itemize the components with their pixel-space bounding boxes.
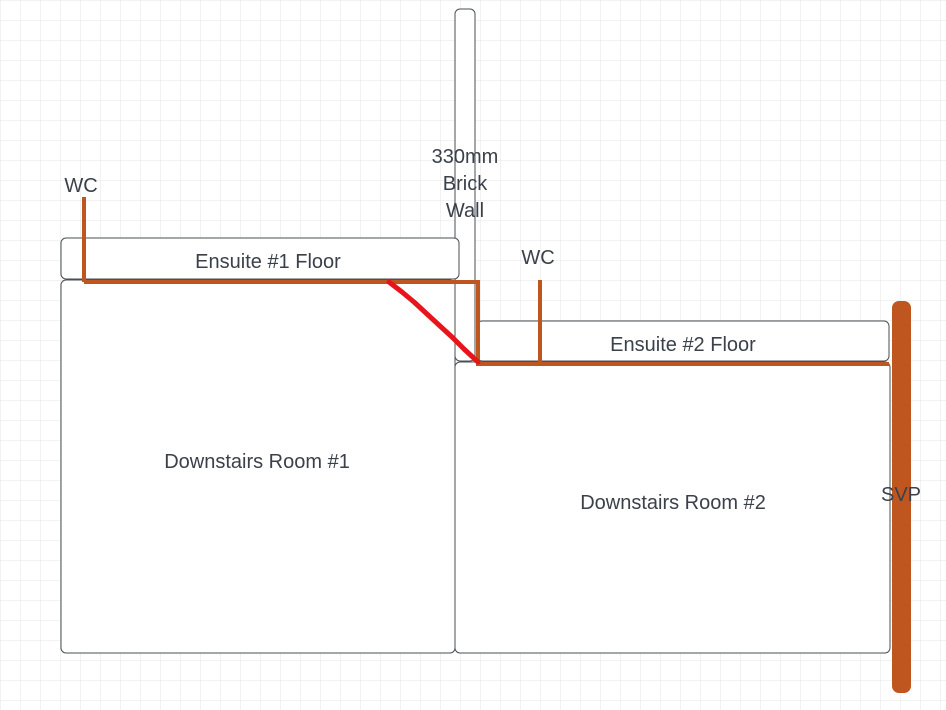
wall-label-line3: Wall (446, 200, 484, 222)
ensuite-2-label: Ensuite #2 Floor (610, 334, 756, 356)
brick-wall (454, 8, 476, 362)
ensuite-1-floor (60, 237, 460, 280)
red-diagonal-line (386, 279, 481, 365)
wc-1-label: WC (64, 175, 97, 197)
svp-label: SVP (881, 484, 921, 506)
wall-label-line1: 330mm (432, 146, 499, 168)
ensuite-1-label: Ensuite #1 Floor (195, 251, 341, 273)
wc-2-label: WC (521, 247, 554, 269)
room-2-label: Downstairs Room #2 (580, 492, 766, 514)
wall-label-line2: Brick (443, 173, 488, 195)
room-1-label: Downstairs Room #1 (164, 451, 350, 473)
svp-stack (892, 301, 911, 693)
